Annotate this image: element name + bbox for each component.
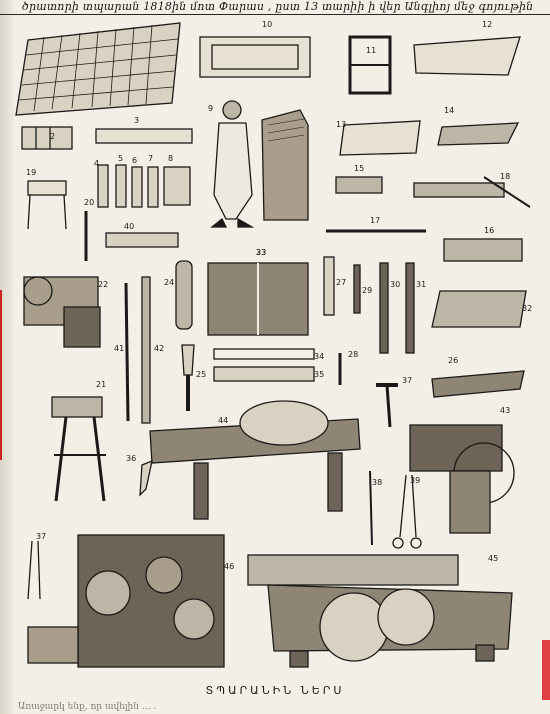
fig-label-21: 21 bbox=[96, 380, 106, 389]
fig-label-24: 24 bbox=[164, 278, 174, 287]
leads-drawing bbox=[97, 164, 191, 208]
fig-label-39: 39 bbox=[410, 476, 420, 485]
type-case-drawing bbox=[15, 22, 181, 116]
fig-label-16: 16 bbox=[484, 226, 494, 235]
fig-label-8: 8 bbox=[168, 154, 173, 163]
roller-42-drawing bbox=[141, 276, 151, 424]
chase-frame-drawing bbox=[199, 36, 311, 78]
fig-label-19: 19 bbox=[26, 168, 36, 177]
fig-label-45: 45 bbox=[488, 554, 498, 563]
footer-text: Առաջարկ ենք, որ ավելին ... . bbox=[18, 702, 157, 712]
hand-tools-drawing bbox=[323, 256, 415, 354]
fig-label-22: 22 bbox=[98, 280, 108, 289]
fig-label-43: 43 bbox=[500, 406, 510, 415]
planer-drawing bbox=[105, 232, 179, 248]
fig-label-14: 14 bbox=[444, 106, 454, 115]
header-rule bbox=[0, 14, 550, 15]
furniture-rack-drawing bbox=[443, 238, 523, 262]
red-corner-mark bbox=[542, 640, 550, 700]
fig-label-17: 17 bbox=[370, 216, 380, 225]
fig-label-12: 12 bbox=[482, 20, 492, 29]
imposing-stone-drawing bbox=[339, 120, 421, 156]
ink-block-drawing bbox=[335, 176, 383, 194]
header-text: ծրատորի տպարան 1818ին մոտ Փարաս , ըստ 13… bbox=[22, 0, 534, 13]
fig-label-5: 5 bbox=[118, 154, 123, 163]
rotary-press-46-drawing bbox=[27, 534, 225, 668]
fig-label-38: 38 bbox=[372, 478, 382, 487]
composing-stick-drawing bbox=[95, 128, 193, 144]
red-margin-mark bbox=[0, 290, 12, 460]
hand-press-21-drawing bbox=[51, 396, 106, 502]
engraving-plate: 2 3 4 5 6 7 8 9 10 11 12 13 14 15 16 17 … bbox=[15, 20, 532, 668]
tweezers-36-drawing bbox=[139, 459, 153, 497]
compositor-figure-drawing bbox=[210, 100, 309, 228]
fig-label-33: 33 bbox=[256, 248, 266, 257]
fig-label-7: 7 bbox=[148, 154, 153, 163]
fig-label-41: 41 bbox=[114, 344, 124, 353]
fig-label-18: 18 bbox=[500, 172, 510, 181]
treadle-press-43-drawing bbox=[409, 424, 515, 534]
stool-drawing bbox=[27, 180, 67, 230]
binding-margin bbox=[0, 0, 14, 714]
cylinder-press-45-drawing bbox=[247, 554, 513, 668]
fig-label-35: 35 bbox=[314, 370, 324, 379]
roller-41-drawing bbox=[124, 282, 130, 422]
fig-label-26: 26 bbox=[448, 356, 458, 365]
fig-label-31: 31 bbox=[416, 280, 426, 289]
galley-drawing bbox=[413, 36, 521, 76]
brush-24-drawing bbox=[175, 260, 193, 330]
fig-label-42: 42 bbox=[154, 344, 164, 353]
fig-label-4: 4 bbox=[94, 159, 99, 168]
scissors-39-drawing bbox=[392, 474, 422, 549]
quoin-34-drawing bbox=[213, 348, 315, 360]
fig-label-2: 2 bbox=[50, 132, 55, 141]
fig-label-27: 27 bbox=[336, 278, 346, 287]
press-26-drawing bbox=[431, 370, 525, 398]
fig-label-10: 10 bbox=[262, 20, 272, 29]
galley-press-drawing bbox=[437, 122, 520, 146]
fig-label-46: 46 bbox=[224, 562, 234, 571]
fig-label-25: 25 bbox=[196, 370, 206, 379]
spatula-drawing bbox=[181, 344, 195, 376]
hand-press-22-drawing bbox=[23, 276, 101, 348]
fig-label-37b: 37 bbox=[36, 532, 46, 541]
fig-label-11: 11 bbox=[366, 46, 376, 55]
plate-caption: ՏՊԱՐԱՆԻՆ ՆԵՐՍ bbox=[205, 684, 345, 697]
small-case-drawing bbox=[21, 126, 73, 150]
fig-label-15: 15 bbox=[354, 164, 364, 173]
fig-label-9: 9 bbox=[208, 104, 213, 113]
fig-label-44: 44 bbox=[218, 416, 228, 425]
bodkin-38-drawing bbox=[369, 470, 373, 546]
fig-label-28: 28 bbox=[348, 350, 358, 359]
fig-label-32: 32 bbox=[522, 304, 532, 313]
fig-label-36: 36 bbox=[126, 454, 136, 463]
cutter-drawing bbox=[413, 176, 531, 208]
fig-label-6: 6 bbox=[132, 156, 137, 165]
type-galleys-23-drawing bbox=[207, 262, 309, 336]
frame-32-drawing bbox=[431, 290, 527, 328]
cylinder-press-44-drawing bbox=[149, 400, 361, 520]
fig-label-3: 3 bbox=[134, 116, 139, 125]
fig-label-29: 29 bbox=[362, 286, 372, 295]
quoin-35-drawing bbox=[213, 366, 315, 382]
fig-label-34: 34 bbox=[314, 352, 324, 361]
tweezers-37-drawing bbox=[27, 540, 33, 600]
fig-label-30: 30 bbox=[390, 280, 400, 289]
fig-label-20: 20 bbox=[84, 198, 94, 207]
fig-label-13: 13 bbox=[336, 120, 346, 129]
fig-label-40: 40 bbox=[124, 222, 134, 231]
fig-label-23: 23 bbox=[256, 248, 266, 257]
fig-label-37: 37 bbox=[402, 376, 412, 385]
